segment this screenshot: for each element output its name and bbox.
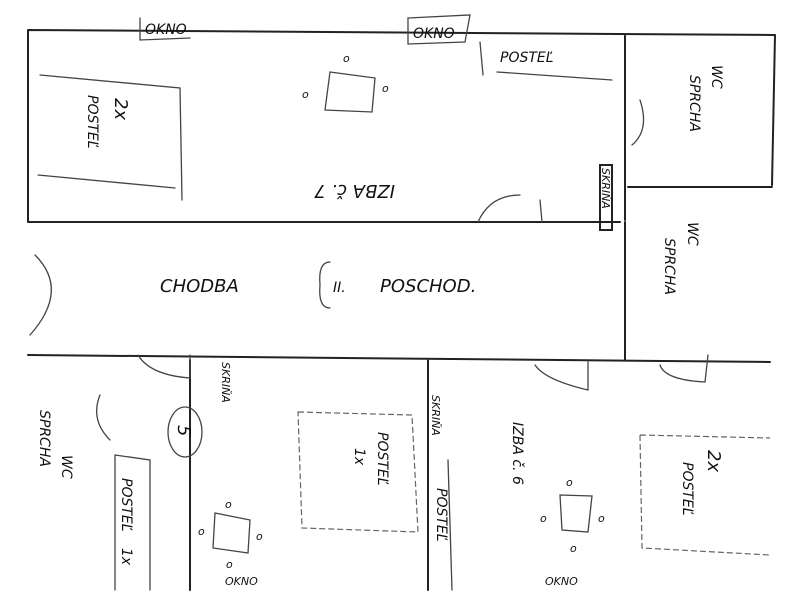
bed-label: POSTEĽ: [500, 50, 554, 66]
svg-text:o: o: [382, 82, 389, 95]
chairs: o o o o o o o o o o o: [198, 52, 605, 571]
bed-label: POSTEĽ: [84, 95, 100, 149]
window-label: OKNO: [413, 26, 455, 42]
svg-text:o: o: [540, 512, 547, 525]
room-7-label: IZBA č. 7: [314, 180, 395, 201]
room-5-circle: [167, 406, 203, 458]
svg-text:o: o: [566, 476, 573, 489]
windows: [139, 14, 471, 45]
room-6-label: IZBA č. 6: [509, 422, 525, 485]
svg-text:o: o: [302, 88, 309, 101]
tables: [212, 71, 593, 554]
bed-count: 2x: [703, 450, 724, 472]
bed-label: POSTEĽ: [433, 488, 449, 542]
wc-label: WC: [58, 455, 74, 479]
floor-label: POSCHOD.: [380, 276, 476, 297]
svg-text:o: o: [226, 558, 233, 571]
svg-text:o: o: [343, 52, 350, 65]
window-label: OKNO: [145, 22, 187, 38]
window-label: OKNO: [545, 575, 578, 588]
corridor-label: CHODBA: [160, 276, 239, 297]
svg-text:o: o: [198, 525, 205, 538]
wardrobe-label: SKRIŇA: [219, 362, 232, 403]
wc-label: WC: [684, 222, 700, 246]
bed-label: POSTEĽ: [118, 478, 134, 532]
window-label: OKNO: [225, 575, 258, 588]
svg-text:o: o: [570, 542, 577, 555]
beds: [37, 41, 771, 591]
svg-text:o: o: [256, 530, 263, 543]
bed-count: 1x: [118, 548, 134, 566]
bracket: [319, 261, 331, 309]
svg-text:o: o: [598, 512, 605, 525]
bed-count: 1x: [351, 448, 367, 466]
floor-number: II.: [333, 280, 346, 296]
wc-label: WC: [708, 65, 724, 89]
shower-label: SPRCHA: [686, 75, 702, 132]
walls: [27, 29, 776, 591]
bed-label: POSTEĽ: [374, 432, 390, 486]
shower-label: SPRCHA: [661, 238, 677, 295]
wardrobe-label: SKRIŇA: [429, 395, 442, 436]
shower-label: SPRCHA: [36, 410, 52, 467]
room-5-label: 5: [173, 425, 194, 436]
doors: [29, 99, 709, 441]
svg-text:o: o: [225, 498, 232, 511]
bed-label: POSTEĽ: [679, 462, 695, 516]
bed-count: 2x: [110, 98, 131, 120]
wardrobe-label: SKRIŇA: [599, 168, 612, 209]
